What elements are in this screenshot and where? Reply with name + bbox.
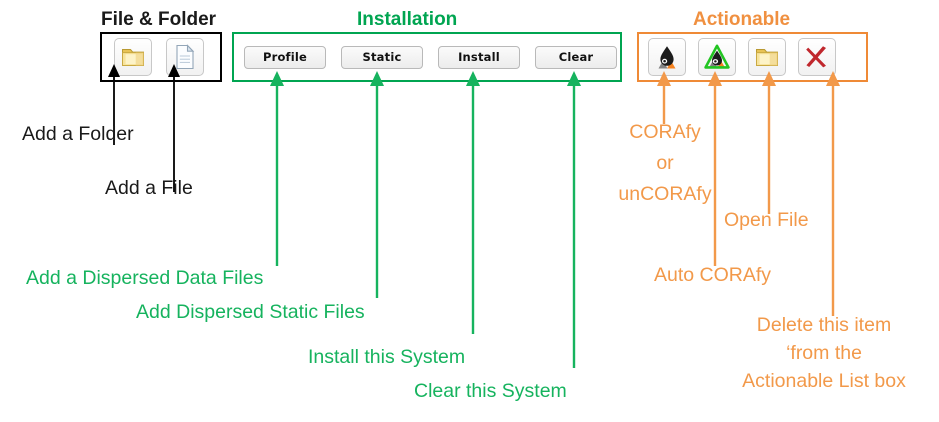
label-add-dispersed-static-files: Add Dispersed Static Files <box>136 301 365 323</box>
leader-line-install-system <box>464 70 488 338</box>
label-corafy-line1: CORAfy <box>629 121 701 143</box>
corafy-button[interactable] <box>648 38 686 76</box>
group-title-installation: Installation <box>357 9 458 30</box>
corafy-drop-icon <box>653 43 681 71</box>
group-title-actionable: Actionable <box>693 9 791 30</box>
profile-button[interactable]: Profile <box>244 45 326 69</box>
leader-line-dispersed-static <box>368 70 392 302</box>
install-button[interactable]: Install <box>438 45 520 69</box>
label-add-a-folder: Add a Folder <box>22 123 134 145</box>
leader-line-delete-item <box>824 70 848 320</box>
toolbar-group-actionable <box>637 32 868 82</box>
leader-line-add-folder <box>105 62 235 152</box>
label-open-file: Open File <box>724 209 809 231</box>
label-corafy-line3: unCORAfy <box>618 183 712 205</box>
leader-line-dispersed-data <box>268 70 292 270</box>
group-title-file-folder: File & Folder <box>101 9 217 30</box>
file-icon <box>174 44 196 70</box>
label-add-dispersed-data-files: Add a Dispersed Data Files <box>26 267 264 289</box>
red-x-icon <box>804 44 830 70</box>
leader-line-auto-corafy <box>706 70 730 270</box>
open-file-button[interactable] <box>748 38 786 76</box>
label-clear-this-system: Clear this System <box>414 380 567 402</box>
folder-open-icon <box>754 45 780 69</box>
toolbar-group-file-folder <box>100 32 222 82</box>
leader-line-open-file <box>760 70 784 218</box>
toolbar-group-installation: Profile Static Install Clear <box>232 32 622 82</box>
label-delete-line3: Actionable List box <box>742 370 906 392</box>
auto-corafy-triangle-icon <box>703 43 731 71</box>
auto-corafy-button[interactable] <box>698 38 736 76</box>
clear-button[interactable]: Clear <box>535 45 617 69</box>
folder-icon <box>120 45 146 69</box>
leader-line-clear-system <box>565 70 589 372</box>
label-auto-corafy: Auto CORAfy <box>654 264 772 286</box>
static-button[interactable]: Static <box>341 45 423 69</box>
leader-line-corafy <box>655 70 679 128</box>
label-install-this-system: Install this System <box>308 346 466 368</box>
add-folder-button[interactable] <box>114 38 152 76</box>
delete-item-button[interactable] <box>798 38 836 76</box>
label-add-a-file: Add a File <box>105 177 193 199</box>
leader-line-add-file <box>165 62 295 198</box>
label-corafy-line2: or <box>656 152 674 174</box>
label-delete-line2: ‘from the <box>786 342 862 364</box>
label-delete-line1: Delete this item <box>756 314 892 336</box>
